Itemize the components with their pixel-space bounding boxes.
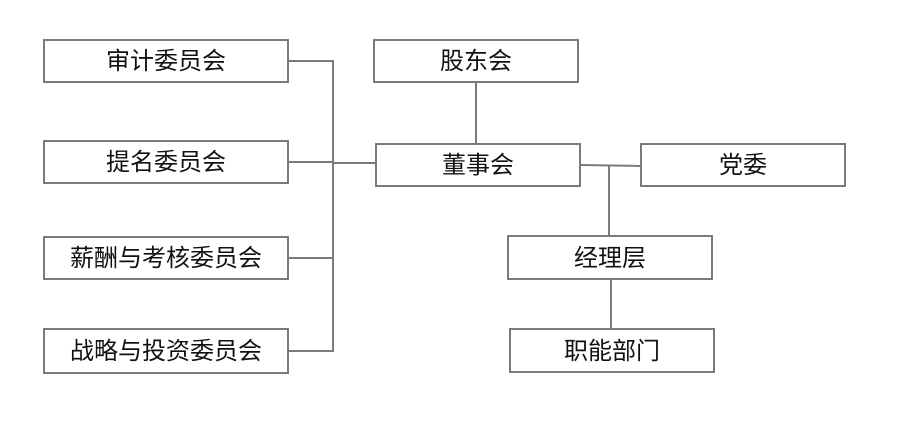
nomination-committee-label: 提名委员会 [106, 148, 226, 176]
audit-committee-box: 审计委员会 [43, 39, 289, 83]
shareholders-meeting-box: 股东会 [373, 39, 579, 83]
strategy-committee-label: 战略与投资委员会 [70, 337, 262, 365]
management-box: 经理层 [507, 235, 713, 280]
nomination-committee-box: 提名委员会 [43, 140, 289, 184]
connector-board-party [580, 164, 641, 167]
strategy-committee-box: 战略与投资委员会 [43, 328, 289, 374]
functional-departments-box: 职能部门 [509, 328, 715, 373]
party-committee-label: 党委 [719, 151, 767, 179]
audit-committee-label: 审计委员会 [106, 47, 226, 75]
management-label: 经理层 [574, 243, 646, 272]
compensation-committee-label: 薪酬与考核委员会 [70, 244, 262, 272]
compensation-committee-box: 薪酬与考核委员会 [43, 236, 289, 280]
functional-departments-label: 职能部门 [564, 336, 660, 365]
party-committee-box: 党委 [640, 143, 846, 187]
board-of-directors-box: 董事会 [375, 143, 581, 187]
board-of-directors-label: 董事会 [442, 151, 514, 179]
shareholders-meeting-label: 股东会 [440, 47, 512, 75]
